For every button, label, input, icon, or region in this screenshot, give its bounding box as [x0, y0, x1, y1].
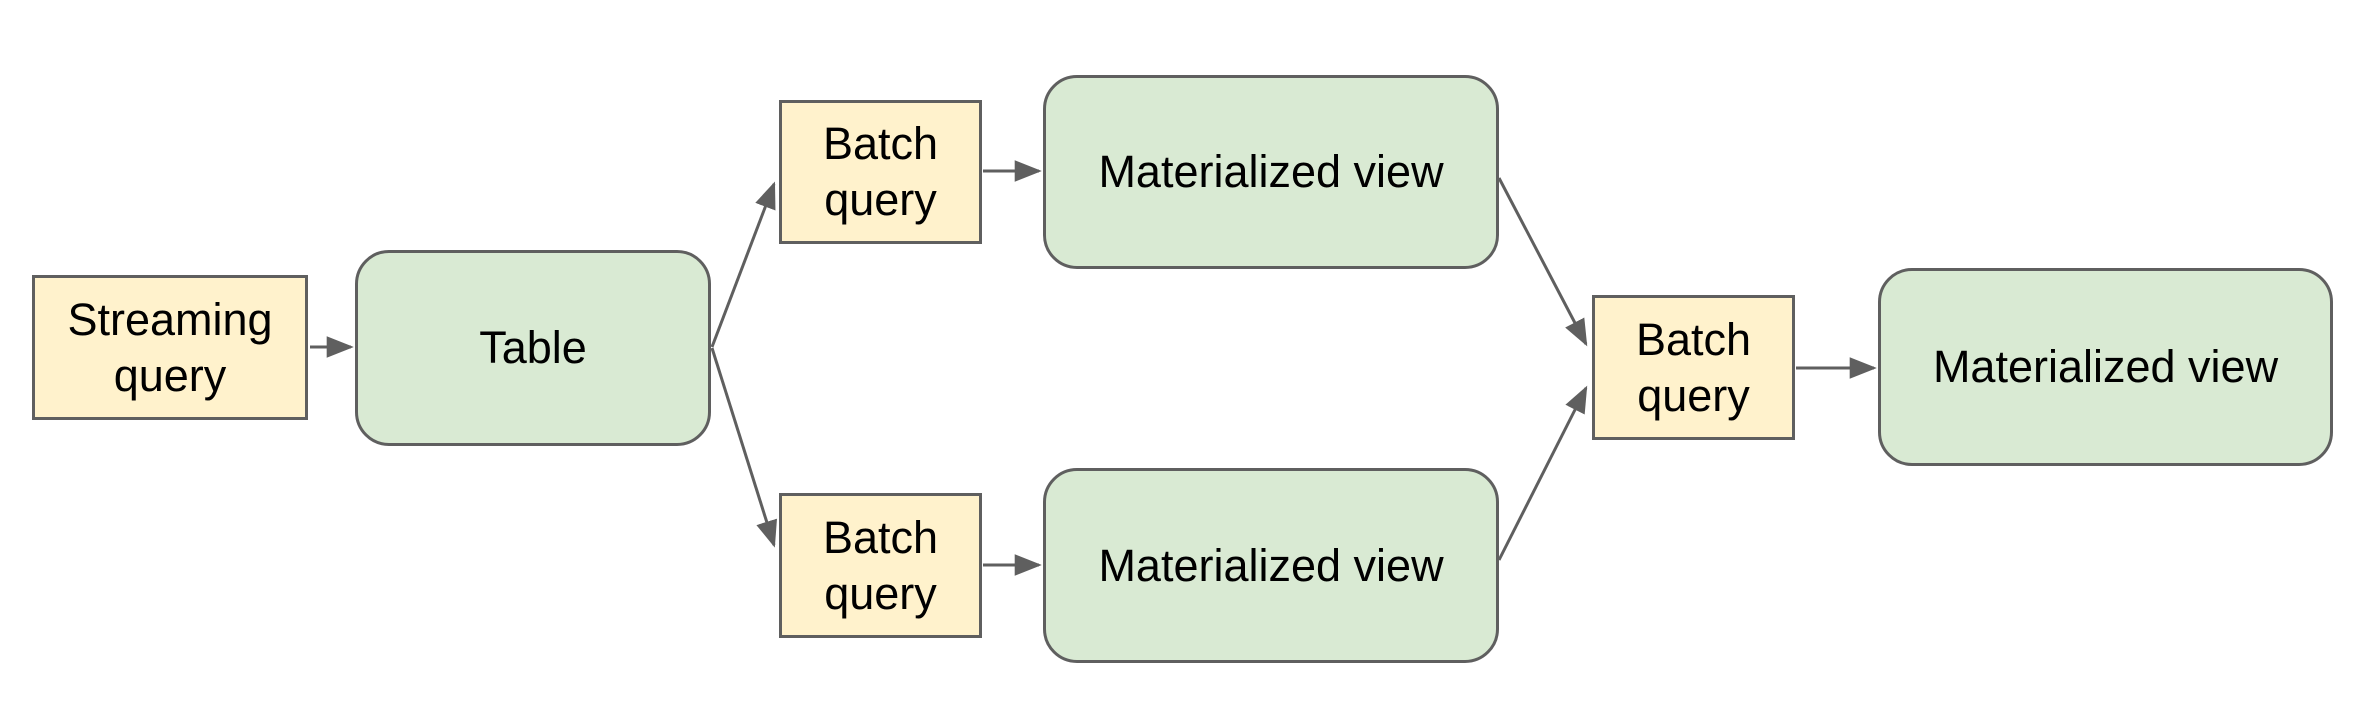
- node-batch-query-bottom-label: Batch query: [822, 511, 939, 619]
- edge-table-to-batch-query-bottom: [710, 347, 778, 548]
- node-materialized-view-bottom: Materialized view: [1043, 468, 1499, 663]
- node-materialized-view-right-label: Materialized view: [1932, 341, 2279, 392]
- node-batch-query-top: Batch query: [779, 100, 982, 244]
- node-batch-query-top-label: Batch query: [822, 118, 939, 225]
- edge-materialized-view-bottom-to-batch-query-right: [1497, 385, 1588, 561]
- node-materialized-view-top-label: Materialized view: [1098, 146, 1444, 197]
- node-batch-query-right-label: Batch query: [1635, 313, 1752, 421]
- edge-table-to-batch-query-top: [710, 181, 776, 348]
- edge-materialized-view-top-to-batch-query-right: [1497, 177, 1588, 347]
- node-table: Table: [355, 250, 711, 446]
- node-streaming-query: Streaming query: [32, 275, 308, 420]
- node-materialized-view-right: Materialized view: [1878, 268, 2333, 466]
- node-table-label: Table: [479, 322, 587, 373]
- node-batch-query-bottom: Batch query: [779, 493, 982, 638]
- node-streaming-query-label: Streaming query: [67, 293, 273, 401]
- node-batch-query-right: Batch query: [1592, 295, 1795, 440]
- node-materialized-view-bottom-label: Materialized view: [1098, 539, 1444, 591]
- node-materialized-view-top: Materialized view: [1043, 75, 1499, 269]
